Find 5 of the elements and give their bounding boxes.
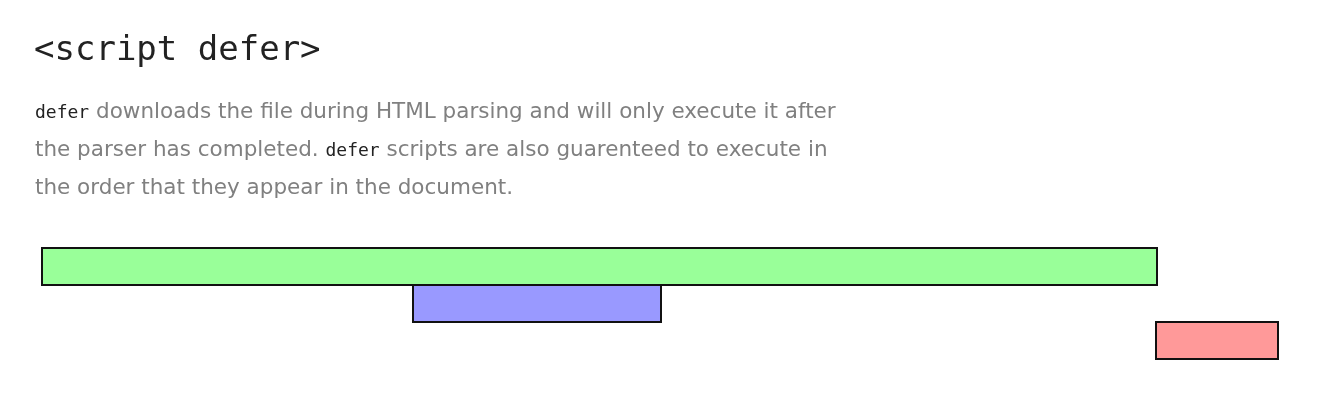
parsing-bar [41,247,1158,286]
description-paragraph: defer downloads the file during HTML parsing and will only execute it after the parser has completed. defer scripts are also guarenteed to execute in the order that they appear in the document. [35,97,837,201]
execution-bar [1155,321,1279,360]
heading: <script defer> [34,27,321,70]
download-bar [412,284,662,323]
